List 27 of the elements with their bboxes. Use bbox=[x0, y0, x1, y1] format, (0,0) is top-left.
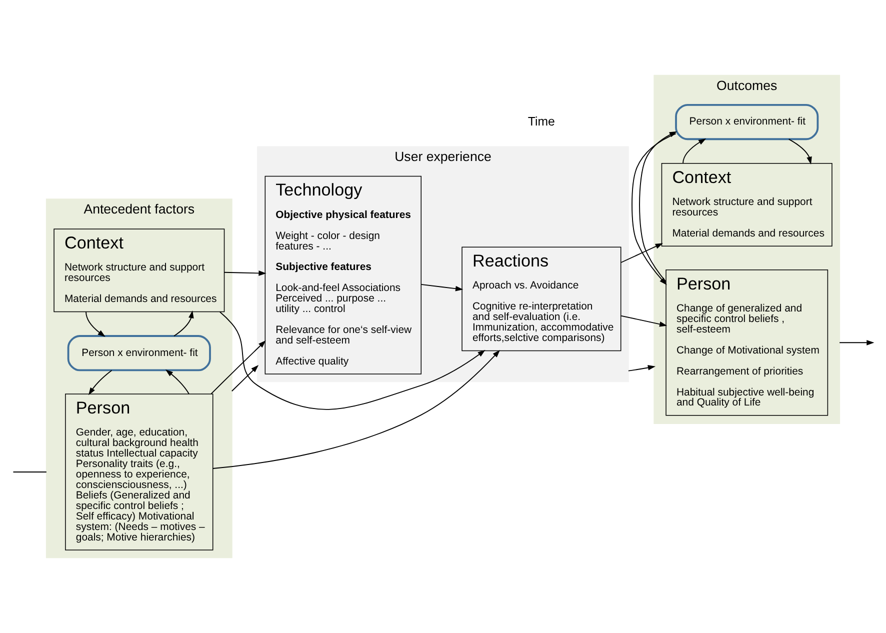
arrow bbox=[682, 138, 706, 164]
arrow bbox=[231, 365, 259, 392]
arrow bbox=[88, 370, 112, 396]
node-box: Context Network structure and support resources Material demands and resources bbox=[661, 163, 832, 246]
arrow bbox=[788, 138, 812, 164]
node-box: Reactions Aproach vs. Avoidance Cognitive re-interpretation and self-evaluation (i.e. Immunization, accommodative efforts,selctive comparisons) bbox=[462, 246, 622, 352]
arrow bbox=[165, 369, 190, 394]
node-box: Person Gender, age, education, cultural background health status Intellectual capacity Personality traits (e.g., openness to experience, consciensciousness, ...) Beliefs (Generalized and specific control beliefs ; Self efficacy) Motivational system: (Needs – motives – goals; Motive hierarchies) bbox=[65, 394, 214, 550]
node-box: Context Network structure and support resources Material demands and resources bbox=[54, 228, 225, 312]
arrow bbox=[632, 133, 676, 286]
arrow bbox=[174, 310, 194, 336]
arrow bbox=[639, 131, 678, 282]
arrow bbox=[620, 243, 663, 263]
arrow bbox=[210, 340, 266, 394]
arrow bbox=[86, 311, 106, 337]
arrow bbox=[628, 365, 656, 372]
label: Time bbox=[528, 114, 555, 128]
arrow bbox=[839, 340, 874, 346]
node-box: Person Change of generalized and specific control beliefs , self-esteem Change of Motivational system Rearrangement of priorities Habitual subjective well-being and Quality of Life bbox=[666, 270, 828, 416]
arrow bbox=[219, 311, 486, 410]
node-box: Technology Objective physical features Weight - color - design features - ... Subjective features Look-and-feel Associations Perceived ... purpose ... utility ... control Relevance for one‘s self-view and self-esteem Affective quality bbox=[264, 176, 422, 374]
arrow bbox=[212, 350, 500, 469]
arrow bbox=[620, 315, 668, 327]
arrow bbox=[224, 270, 266, 276]
node-box: Person x environment- fit bbox=[675, 104, 819, 140]
node-box: Person x environment- fit bbox=[67, 335, 211, 372]
arrow bbox=[420, 284, 464, 292]
